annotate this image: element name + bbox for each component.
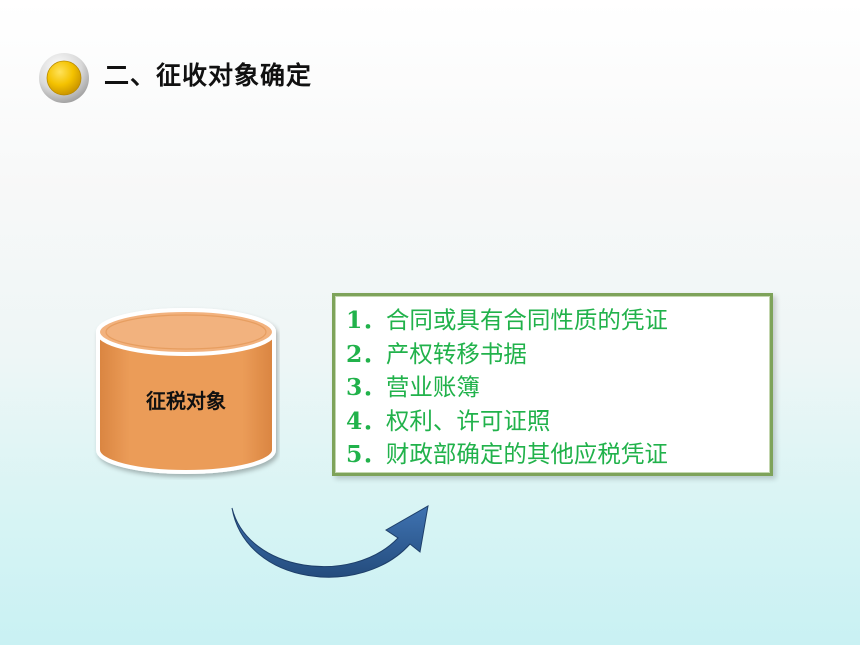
curved-arrow-icon — [231, 505, 429, 578]
item-number: 5． — [346, 440, 386, 468]
item-text: 产权转移书据 — [385, 339, 527, 368]
gold-circle-bullet-icon — [39, 53, 89, 103]
cylinder-shape — [96, 308, 276, 474]
list-item: 1．合同或具有合同性质的凭证 — [346, 304, 770, 338]
item-number: 2． — [346, 339, 386, 368]
list-item: 4．权利、许可证照 — [346, 405, 770, 439]
items-box: 1．合同或具有合同性质的凭证 2．产权转移书据 3．营业账簿 4．权利、许可证照… — [332, 293, 773, 476]
item-text: 财政部确定的其他应税凭证 — [385, 440, 668, 468]
item-text: 合同或具有合同性质的凭证 — [385, 306, 668, 334]
item-number: 4． — [346, 406, 386, 435]
cylinder-label: 征税对象 — [146, 389, 226, 413]
item-number: 1． — [346, 306, 386, 334]
list-item: 2．产权转移书据 — [346, 338, 770, 372]
item-number: 3． — [346, 373, 386, 401]
item-text: 权利、许可证照 — [385, 406, 551, 435]
page-title: 二、征收对象确定 — [104, 61, 313, 90]
list-item: 3．营业账簿 — [346, 371, 770, 405]
list-item: 5．财政部确定的其他应税凭证 — [346, 438, 770, 472]
item-text: 营业账簿 — [385, 373, 480, 401]
